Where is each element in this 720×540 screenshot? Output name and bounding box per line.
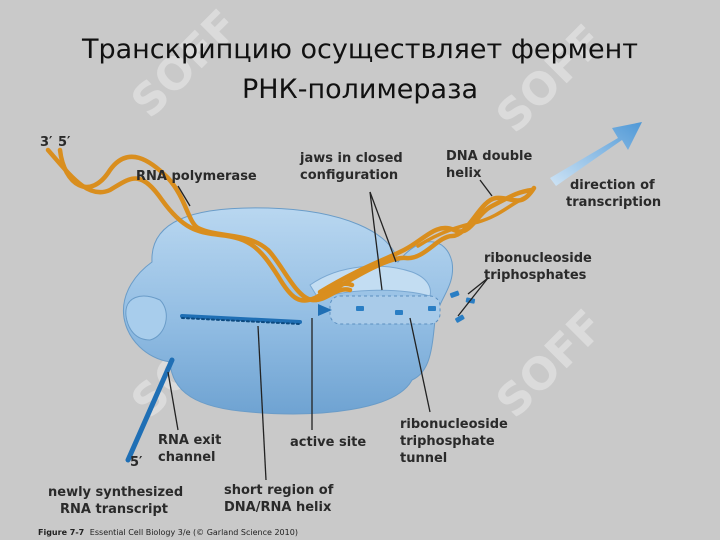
leader-lines xyxy=(167,179,493,481)
label-5-prime-bottom: 5′ xyxy=(130,455,143,470)
label-dna-double-helix: DNA double helix xyxy=(446,149,537,181)
rna-polymerase-enzyme xyxy=(122,207,454,415)
label-rna-exit-channel: RNA exit channel xyxy=(158,433,226,465)
active-site-marker xyxy=(318,304,332,316)
direction-arrow xyxy=(550,122,642,186)
label-dna-rna-helix: short region of DNA/RNA helix xyxy=(224,483,338,515)
label-3-prime: 3′ xyxy=(40,135,53,150)
label-jaws: jaws in closed configuration xyxy=(299,151,407,183)
dna-double-helix xyxy=(45,147,537,303)
nucleotide-tunnel xyxy=(329,295,441,325)
label-ribonucleoside-triphosphates: ribonucleoside triphosphates xyxy=(484,251,596,283)
svg-text:SOFF: SOFF xyxy=(487,300,614,427)
figure-caption: Figure 7-7 Essential Cell Biology 3/e (©… xyxy=(38,528,298,537)
rna-transcript xyxy=(125,314,302,463)
label-rna-polymerase: RNA polymerase xyxy=(136,169,257,184)
label-active-site: active site xyxy=(290,435,366,450)
label-tunnel: ribonucleoside triphosphate tunnel xyxy=(400,417,512,466)
labels: 3′ 5′ RNA polymerase jaws in closed conf… xyxy=(40,135,661,517)
label-direction: direction of transcription xyxy=(566,178,661,210)
label-newly-synthesized-rna: newly synthesized RNA transcript xyxy=(48,485,188,517)
slide-title-line1: Транскрипцию осуществляет фермент xyxy=(81,34,639,65)
slide-title-line2: РНК-полимераза xyxy=(241,74,479,105)
slide-title: Транскрипцию осуществляет фермент РНК-по… xyxy=(0,30,720,110)
label-5-prime-top: 5′ xyxy=(58,135,71,150)
